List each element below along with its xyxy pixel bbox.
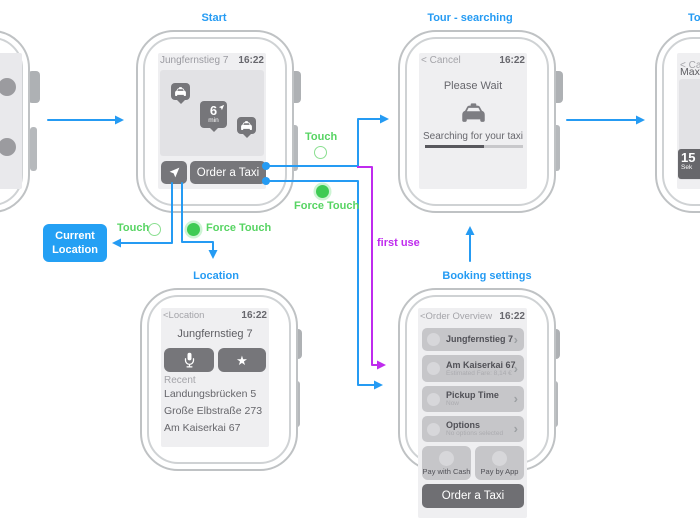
recent-item[interactable]: Landungsbrücken 5 (164, 388, 257, 400)
left-watch-side-button (30, 127, 37, 171)
location-watch-screen (161, 308, 269, 447)
location-header-time: 16:22 (241, 310, 267, 321)
eta-map-pin: 6 min (200, 101, 227, 132)
row-label: Am Kaiserkai 67 (446, 359, 516, 370)
order-taxi-label: Order a Taxi (196, 166, 260, 179)
force-touch-indicator (187, 223, 200, 236)
microphone-icon (184, 352, 194, 368)
touch-indicator (314, 146, 327, 159)
recent-item[interactable]: Am Kaiserkai 67 (164, 422, 241, 434)
progress-fill (425, 145, 484, 148)
please-wait-text: Please Wait (443, 80, 503, 92)
location-watch-header: <Location 16:22 (163, 310, 267, 321)
booking-row-options[interactable]: Options No options selected › (422, 416, 524, 442)
taxi-map-pin (237, 117, 256, 138)
order-taxi-button-start[interactable]: Order a Taxi (190, 161, 266, 184)
recent-item[interactable]: Große Elbstraße 273 (164, 405, 263, 417)
search-progress-bar (425, 145, 523, 148)
flow-label-tour-right: Tour (688, 12, 700, 24)
flow-label-tour-searching: Tour - searching (427, 12, 513, 24)
timer-value: 15 (681, 150, 696, 165)
row-sub: No options selected (446, 430, 504, 438)
nav-arrow-icon (169, 167, 179, 178)
row-circle-icon (427, 392, 440, 406)
current-location-button[interactable] (161, 161, 187, 184)
tour-watch-side-button (553, 125, 560, 171)
selected-address: Jungfernstieg 7 (177, 328, 253, 340)
force-touch-label: Force Touch (206, 222, 272, 234)
taxi-icon (241, 120, 252, 130)
pay-app-label: Pay by App (480, 467, 519, 476)
row-label: Jungfernstieg 7 (446, 334, 514, 345)
pay-with-cash-button[interactable]: Pay with Cash (422, 446, 471, 480)
row-label: Pickup Time (446, 390, 499, 401)
pay-circle-icon (439, 451, 454, 466)
force-touch-indicator (316, 185, 329, 198)
searching-text: Searching for your taxi (422, 131, 524, 142)
eta-value: 6 (209, 103, 218, 119)
eta-unit: min (208, 117, 219, 125)
taxi-icon (175, 86, 186, 96)
flow-label-start: Start (201, 12, 227, 24)
eta-timer-badge: 15 Sek (678, 149, 700, 179)
start-watch-header: Jungfernstieg 7 16:22 (160, 55, 264, 66)
tour-watch-bezel (405, 37, 549, 206)
booking-row-destination[interactable]: Am Kaiserkai 67 Estimated Fare: 8,14 € › (422, 355, 524, 382)
star-icon: ★ (236, 352, 248, 368)
tour-watch-header: < Cancel 16:22 (421, 55, 525, 66)
order-taxi-button-booking[interactable]: Order a Taxi (422, 484, 524, 508)
flow-label-location: Location (193, 270, 239, 282)
tour-header-time: 16:22 (499, 55, 525, 66)
touch-label: Touch (117, 222, 150, 234)
touch-indicator (148, 223, 161, 236)
order-taxi-label: Order a Taxi (441, 490, 505, 502)
first-use-connector (357, 166, 379, 366)
tour-watch-screen (419, 53, 527, 189)
flow-label-booking-settings: Booking settings (442, 270, 532, 282)
taxi-icon (462, 103, 485, 122)
row-sub: Now (446, 400, 460, 408)
recent-label: Recent (164, 375, 196, 386)
start-header-address: Jungfernstieg 7 (160, 55, 229, 66)
row-sub: Estimated Fare: 8,14 € (446, 369, 512, 377)
row-circle-icon (427, 333, 440, 346)
taxi-map-pin (171, 83, 190, 104)
booking-row-pickup-time[interactable]: Pickup Time Now › (422, 386, 524, 412)
booking-watch-header: <Order Overview 16:22 (420, 311, 525, 322)
timer-unit: Sek (681, 164, 693, 171)
driver-name-text: Max (680, 66, 700, 78)
booking-row-pickup-address[interactable]: Jungfernstieg 7 › (422, 328, 524, 351)
favorites-button[interactable]: ★ (218, 348, 266, 372)
cancel-button[interactable]: < Cancel (421, 55, 461, 66)
row-label: Options (446, 420, 480, 431)
current-location-callout: Current Location (43, 224, 107, 262)
nav-arrow-icon (218, 104, 225, 111)
booking-header-time: 16:22 (499, 311, 525, 322)
left-watch-screen (0, 53, 22, 189)
force-touch-label: Force Touch (294, 200, 360, 212)
voice-input-button[interactable] (164, 348, 214, 372)
pay-by-app-button[interactable]: Pay by App (475, 446, 524, 480)
start-header-time: 16:22 (238, 55, 264, 66)
pay-circle-icon (492, 451, 507, 466)
left-watch-list-circle (0, 78, 16, 96)
first-use-label: first use (377, 237, 420, 249)
cancel-button: < Cancel (680, 60, 700, 71)
touch-label: Touch (305, 131, 338, 143)
back-button[interactable]: <Location (163, 310, 205, 321)
pay-cash-label: Pay with Cash (422, 467, 471, 476)
row-circle-icon (427, 362, 440, 375)
row-circle-icon (427, 422, 440, 436)
left-watch-crown (28, 71, 40, 103)
back-button[interactable]: <Order Overview (420, 311, 493, 322)
left-watch-list-circle (0, 138, 16, 156)
